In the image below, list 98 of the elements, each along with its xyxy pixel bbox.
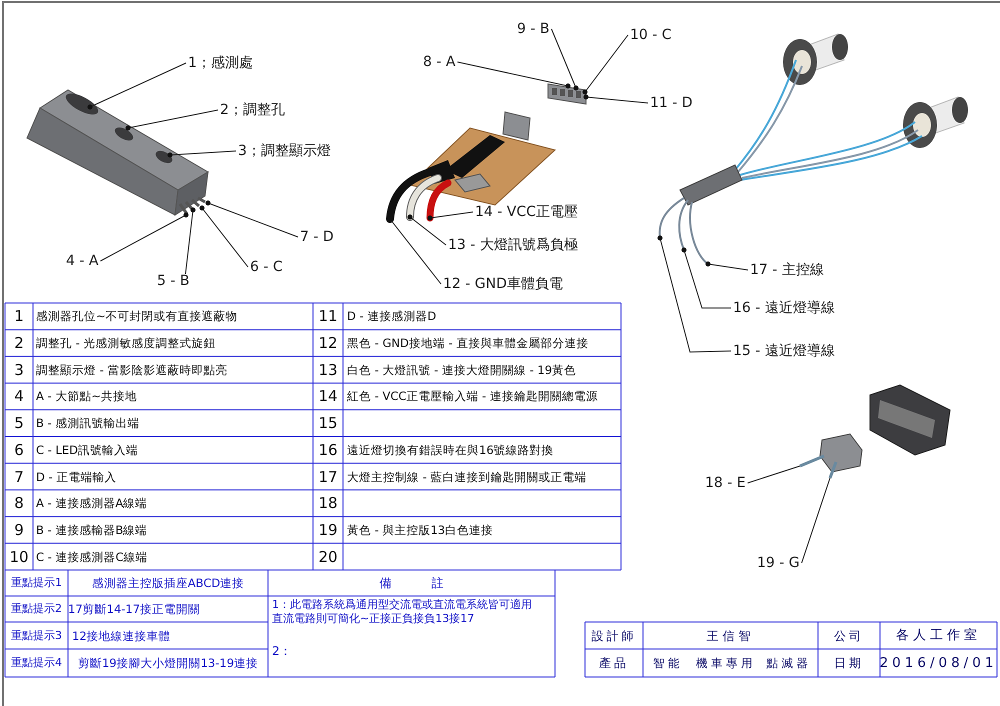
callout-label: 11 - D (650, 94, 693, 112)
row-number: 13 (318, 362, 338, 377)
row-number: 10 (9, 550, 29, 564)
note-text: 重點提示3 (11, 628, 62, 642)
table-text: C - LED訊號輸入端 (36, 442, 138, 457)
title-block-text: 2016/08/01 (880, 656, 998, 670)
callout-label: 9 - B (517, 20, 550, 38)
note-text: 剪斷19接腳大小燈開關13-19連接 (78, 656, 258, 670)
table-text: D - 正電端輸入 (36, 470, 116, 484)
table-text: D - 連接感測器D (347, 309, 436, 324)
row-number: 18 (318, 496, 338, 510)
callout-label: 8 - A (423, 53, 456, 71)
note-text: 2： (272, 644, 292, 658)
note-text: 備註 (380, 576, 484, 590)
row-number: 20 (318, 550, 338, 564)
leader-line (206, 200, 298, 238)
callout-label: 17 - 主控線 (750, 261, 824, 279)
callout-label: 18 - E (705, 474, 746, 492)
row-number: 3 (14, 362, 24, 377)
table-text: 調整顯示燈 - 當影陰影遮蔽時即點亮 (36, 362, 228, 377)
table-text: A - 大節點~共接地 (36, 389, 137, 404)
callout-label: 3；調整顯示燈 (238, 142, 331, 160)
callout-label: 5 - B (157, 272, 190, 290)
table-text: 調整孔 - 光感測敏感度調整式旋鈕 (36, 336, 216, 350)
table-text: 遠近燈切換有錯誤時在與16號線路對換 (347, 442, 554, 457)
leader-line (582, 34, 628, 94)
leader-line (200, 206, 248, 268)
title-block-text: 日期 (834, 656, 864, 670)
leader-line (428, 212, 474, 220)
plug-drawing (548, 83, 586, 105)
leader-line (682, 248, 732, 308)
row-number: 7 (14, 470, 24, 484)
title-block-text: 設計師 (592, 628, 636, 642)
table-text: 黑色 - GND接地端 - 直接與車體金屬部分連接 (347, 336, 588, 350)
callout-label: 16 - 遠近燈導線 (733, 299, 835, 317)
table-text: B - 感測訊號輸出端 (36, 416, 140, 430)
note-text: 12接地線連接車體 (72, 628, 171, 642)
table-text: C - 連接感測器C線端 (36, 550, 148, 564)
row-number: 19 (318, 522, 338, 537)
row-number: 5 (14, 416, 24, 430)
title-block-text: 產品 (599, 656, 629, 670)
leader-line (658, 236, 732, 352)
row-number: 11 (318, 309, 338, 324)
callout-label: 2；調整孔 (220, 101, 285, 119)
table-text: 紅色 - VCC正電壓輸入端 - 連接鑰匙開關總電源 (347, 389, 598, 404)
row-number: 6 (14, 442, 24, 457)
leader-line (408, 214, 446, 246)
note-text: 17剪斷14-17接正電開關 (68, 602, 200, 616)
row-number: 12 (318, 336, 338, 350)
row-number: 4 (14, 389, 24, 404)
callout-label: 14 - VCC正電壓 (475, 203, 578, 221)
leader-line (88, 62, 186, 110)
leader-line (550, 28, 578, 90)
table-text: A - 連接感測器A線端 (36, 496, 148, 510)
title-block-text: 公司 (834, 628, 864, 642)
leader-line (747, 466, 800, 484)
sensor-drawing (26, 89, 209, 216)
row-number: 8 (14, 496, 24, 510)
row-number: 15 (318, 416, 338, 430)
leader-line (456, 62, 570, 88)
title-block-text: 機車專用 (696, 656, 756, 670)
leader-line (584, 94, 648, 104)
title-block-text: 智能 (653, 656, 683, 670)
note-text: 重點提示1 (11, 576, 62, 590)
callout-label: 13 - 大燈訊號爲負極 (448, 236, 578, 254)
leader-line (168, 150, 236, 158)
row-number: 14 (318, 389, 338, 404)
callout-label: 7 - D (300, 228, 334, 246)
note-text: 重點提示2 (11, 602, 62, 616)
leader-line (801, 478, 830, 564)
note-text: 感測器主控版插座ABCD連接 (92, 576, 244, 590)
callout-label: 19 - G (757, 554, 800, 572)
note-text: 重點提示4 (11, 656, 62, 670)
connector-drawing (799, 384, 951, 479)
callout-label: 15 - 遠近燈導線 (733, 342, 835, 360)
title-block-text: 王信智 (706, 628, 754, 642)
leader-line (184, 208, 196, 274)
table-text: B - 連接感輸器B線端 (36, 522, 148, 537)
table-text: 大燈主控制線 - 藍白連接到鑰匙開關或正電端 (347, 470, 586, 484)
callout-label: 1；感測處 (188, 54, 253, 72)
title-block-text: 各人工作室 (896, 628, 981, 642)
callout-label: 12 - GND車體負電 (443, 275, 563, 293)
leader-line (126, 110, 218, 130)
table-text: 黃色 - 與主控版13白色連接 (347, 522, 494, 537)
title-block-text: 點滅器 (766, 656, 812, 670)
row-number: 1 (14, 309, 24, 324)
leader-line (706, 262, 748, 270)
row-number: 17 (318, 470, 338, 484)
leader-line (100, 212, 188, 262)
callout-label: 10 - C (630, 26, 672, 44)
row-number: 16 (318, 442, 338, 457)
row-number: 2 (14, 336, 24, 350)
table-text: 白色 - 大燈訊號 - 連接大燈開關線 - 19黃色 (347, 362, 576, 377)
note-text: 1：此電路系統爲通用型交流電或直流電系統皆可適用直流電路則可簡化~正接正負接負13接17 (272, 598, 533, 626)
table-text: 感測器孔位~不可封閉或有直接遮蔽物 (36, 309, 238, 324)
row-number: 9 (14, 522, 24, 537)
callout-label: 4 - A (66, 252, 98, 270)
callout-label: 6 - C (250, 258, 283, 276)
